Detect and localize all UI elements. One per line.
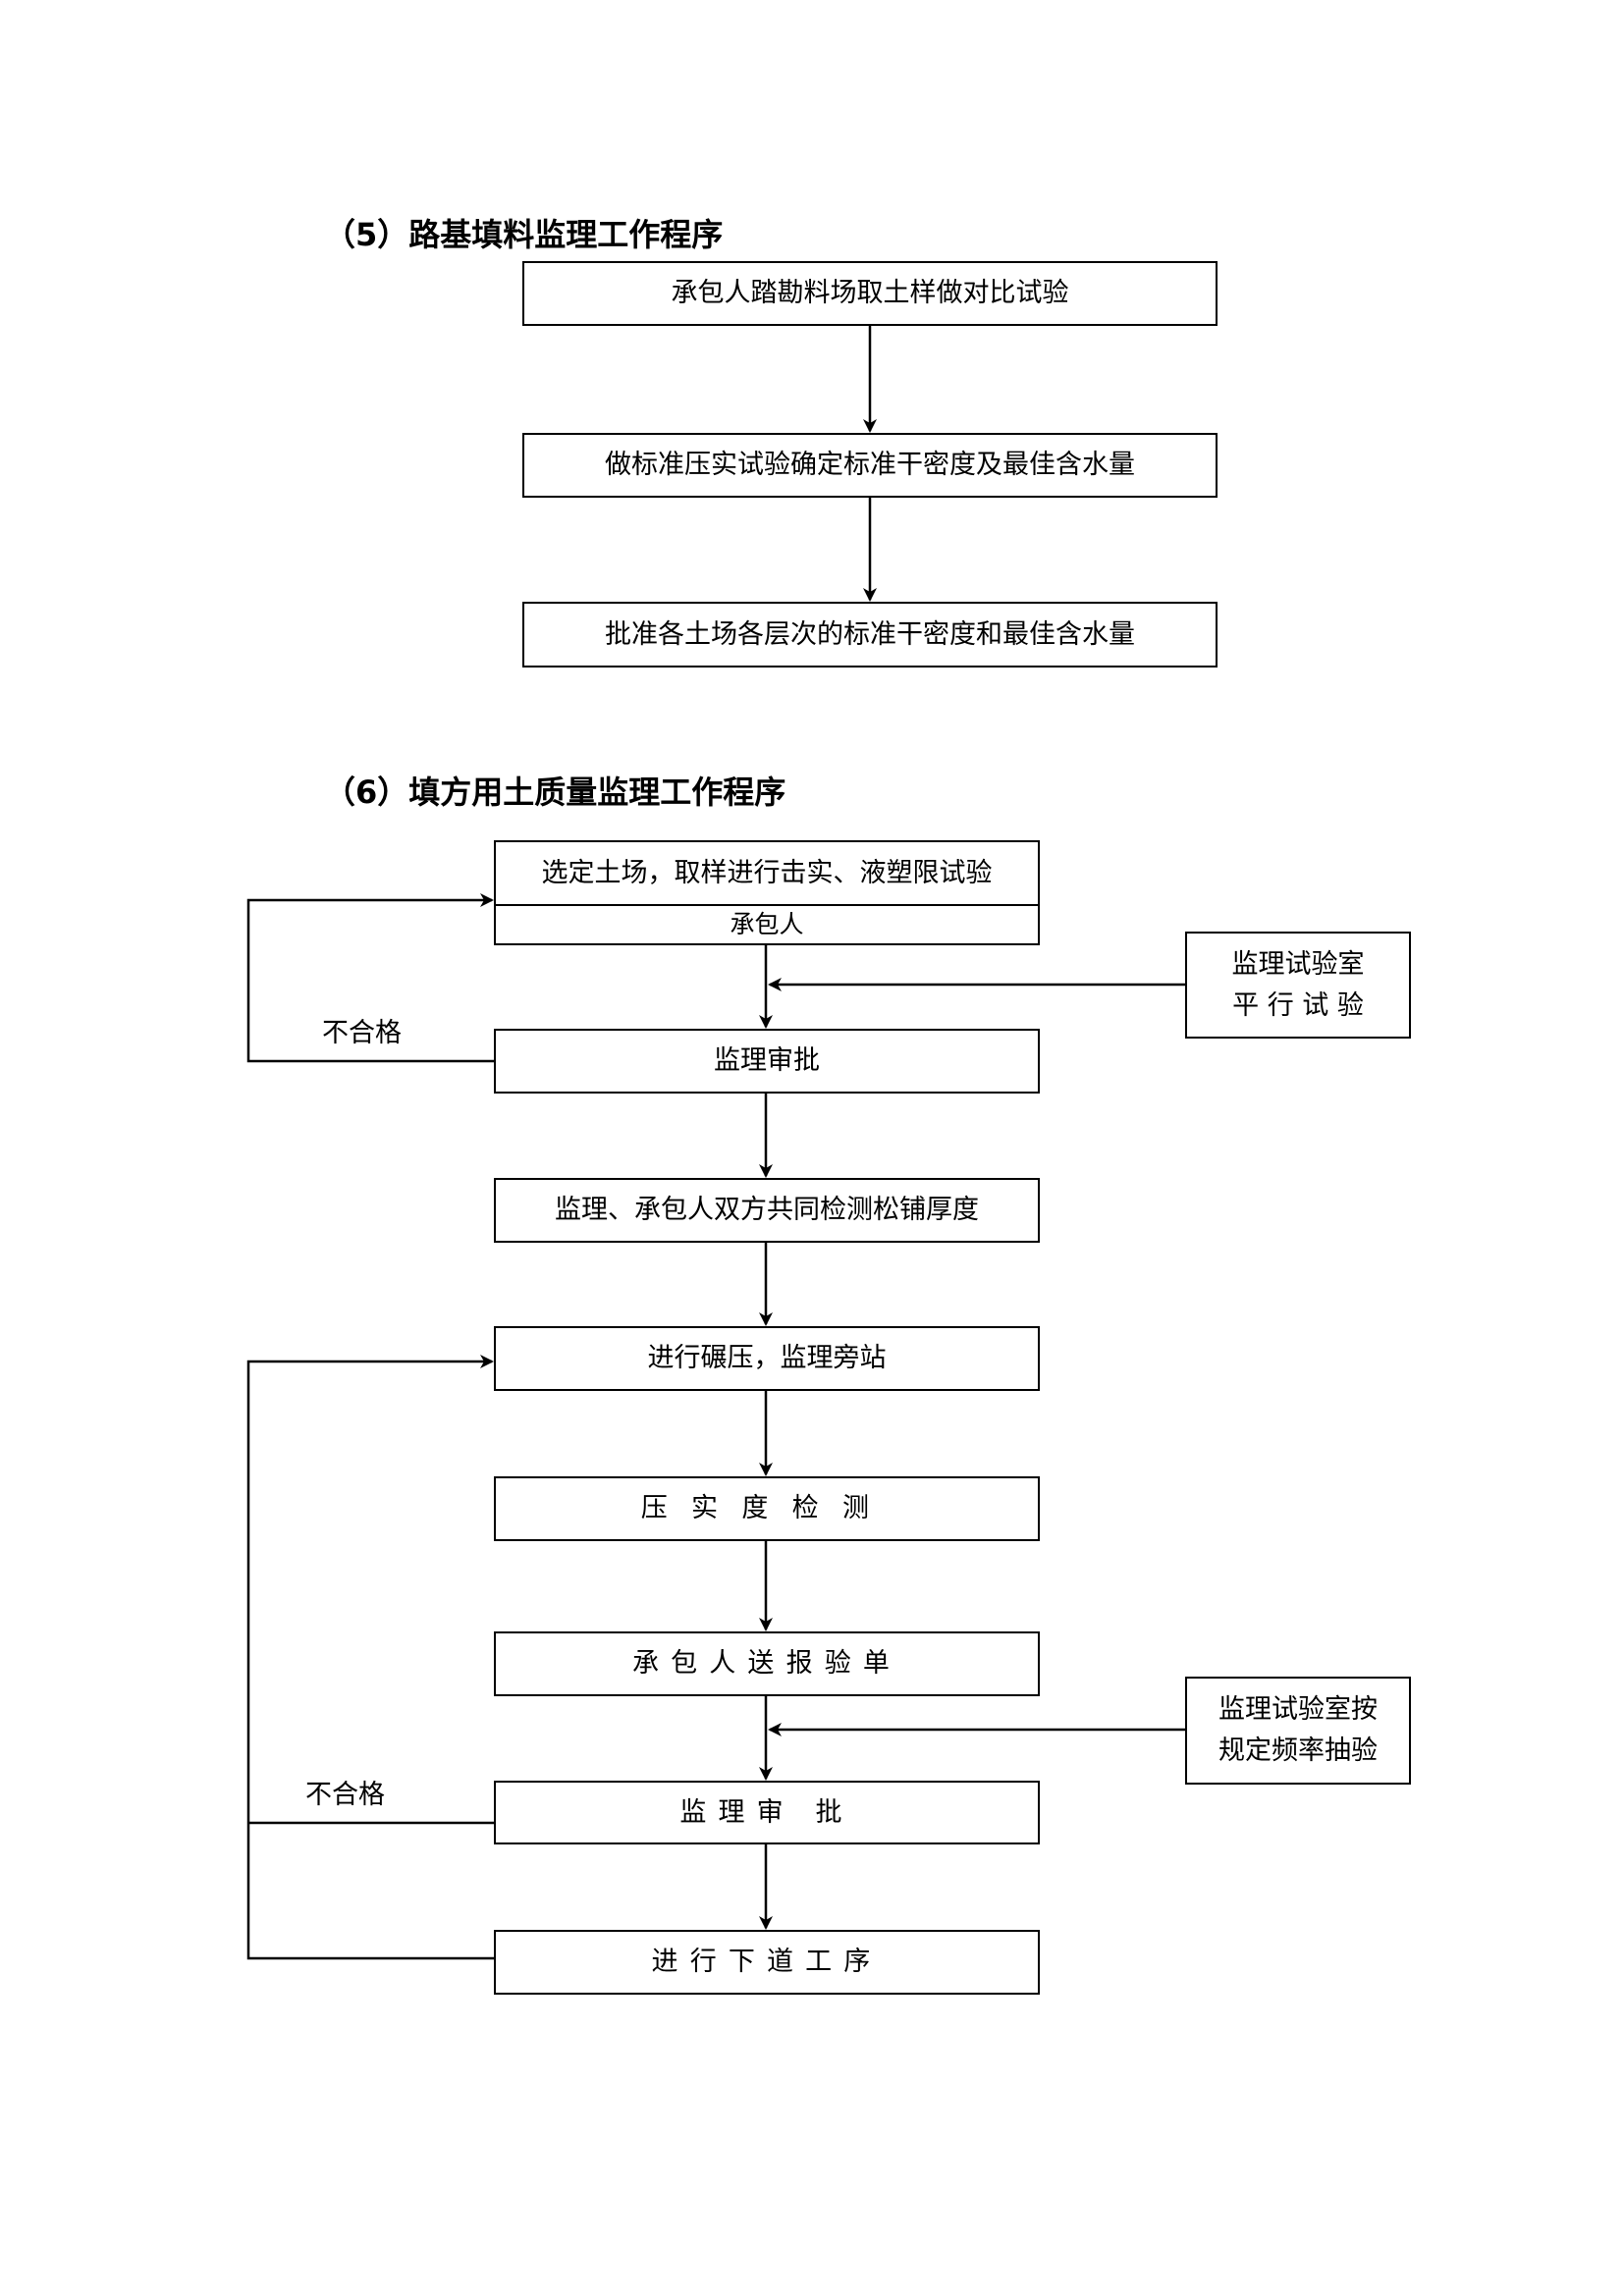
- s5-step-2-text: 做标准压实试验确定标准干密度及最佳含水量: [605, 450, 1135, 481]
- s6-step-7-text: 监理审 批: [679, 1796, 854, 1828]
- s5-step-3-text: 批准各土场各层次的标准干密度和最佳含水量: [605, 618, 1135, 650]
- s6-step-6-box: 承包人送报验单: [494, 1631, 1040, 1696]
- s6-step-2-box: 监理审批: [494, 1029, 1040, 1094]
- loop-reject-1: [246, 893, 494, 1063]
- s6-step-5-text: 压实度检测: [640, 1493, 893, 1524]
- s6-step-8-box: 进行下道工序: [494, 1930, 1040, 1995]
- section6-heading: （6）填方用土质量监理工作程序: [324, 774, 786, 811]
- reject-label-1: 不合格: [322, 1018, 402, 1048]
- s5-step-1-box: 承包人踏勘料场取土样做对比试验: [522, 261, 1218, 326]
- loop-reject-2: [246, 1355, 494, 1960]
- s6-step-6-text: 承包人送报验单: [631, 1648, 902, 1680]
- lab-sampling-line-1: 监理试验室按: [1218, 1694, 1378, 1726]
- s6-step-4-text: 进行碾压，监理旁站: [647, 1343, 887, 1374]
- s6-step-1-box: 选定土场，取样进行击实、液塑限试验 承包人: [494, 840, 1040, 945]
- lab-parallel-line-1: 监理试验室: [1231, 948, 1365, 980]
- section5-heading: （5）路基填料监理工作程序: [324, 216, 724, 253]
- s6-step-3-text: 监理、承包人双方共同检测松铺厚度: [555, 1195, 979, 1226]
- s6-step-2-text: 监理审批: [714, 1045, 820, 1077]
- s6-step-3-box: 监理、承包人双方共同检测松铺厚度: [494, 1178, 1040, 1243]
- s6-step-1-sub: 承包人: [496, 904, 1038, 943]
- lab-parallel-line-2: 平 行 试 验: [1232, 989, 1364, 1021]
- s6-step-1-main: 选定土场，取样进行击实、液塑限试验: [541, 857, 993, 888]
- lab-sampling-line-2: 规定频率抽验: [1218, 1735, 1378, 1766]
- s6-step-8-text: 进行下道工序: [651, 1947, 883, 1978]
- s5-step-3-box: 批准各土场各层次的标准干密度和最佳含水量: [522, 602, 1218, 667]
- s5-step-1-text: 承包人踏勘料场取土样做对比试验: [671, 278, 1069, 309]
- reject-label-2: 不合格: [305, 1780, 385, 1810]
- s5-step-2-box: 做标准压实试验确定标准干密度及最佳含水量: [522, 433, 1218, 498]
- s6-step-5-box: 压实度检测: [494, 1476, 1040, 1541]
- s6-step-4-box: 进行碾压，监理旁站: [494, 1326, 1040, 1391]
- lab-parallel-box: 监理试验室 平 行 试 验: [1185, 932, 1411, 1039]
- s6-step-7-box: 监理审 批: [494, 1781, 1040, 1844]
- lab-sampling-box: 监理试验室按 规定频率抽验: [1185, 1677, 1411, 1785]
